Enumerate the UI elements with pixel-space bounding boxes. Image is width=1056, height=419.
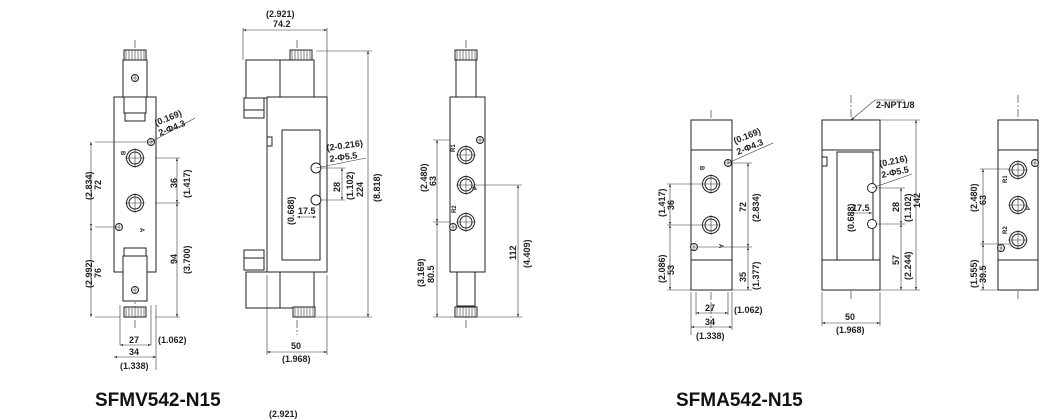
dim-36-in: (1.417) — [182, 169, 192, 198]
model-title-sfma: SFMA542-N15 — [676, 390, 803, 411]
dim-34-in: (1.338) — [696, 331, 725, 341]
hole-dia: 2-Φ5.5 — [329, 150, 358, 164]
dim-0-688: (0.688) — [846, 203, 856, 232]
dim-53-in: (2.086) — [657, 254, 667, 283]
dim-35: 35 — [738, 272, 748, 282]
sfma-side-view: 2-NPT1/8 (0.216) 2-Φ5.5 (0.688) 17.5 28 … — [821, 95, 922, 335]
port-label-r1: R1 — [451, 144, 457, 152]
sfma-front-view: B A (1.417) 36 (2.086) 53 72 (2.834) 35 … — [657, 110, 774, 341]
port-label-a: A — [138, 228, 144, 233]
port-label-r2: R2 — [452, 205, 458, 213]
dim-112-in: (4.409) — [522, 239, 532, 268]
dim-34: 34 — [129, 347, 139, 357]
dim-76-in: (2.992) — [84, 259, 94, 288]
dim-27: 27 — [705, 303, 715, 313]
dim-53: 53 — [666, 265, 676, 275]
sfmv-front-view: B A (2.834) 72 (2.992) 76 36 (1.417) 94 … — [84, 40, 196, 371]
dim-17-5: 17.5 — [852, 203, 870, 213]
dim-27-in: (1.062) — [734, 305, 763, 315]
dim-36: 36 — [666, 200, 676, 210]
dim-112: 112 — [508, 245, 518, 260]
dim-35-in: (1.377) — [751, 261, 761, 290]
cut-off-dim-label: (2.921) — [269, 409, 298, 419]
dim-63-in: (2.480) — [419, 163, 429, 192]
dim-72: 72 — [738, 202, 748, 212]
dim-57: 57 — [891, 255, 901, 265]
dim-36: 36 — [169, 178, 179, 188]
dim-63: 63 — [978, 195, 988, 205]
dim-28: 28 — [891, 202, 901, 212]
dim-0-688: (0.688) — [286, 196, 296, 225]
dim-27-in: (1.062) — [158, 335, 187, 345]
dim-36-in: (1.417) — [657, 188, 667, 217]
dim-28-in: (1.102) — [345, 171, 355, 200]
dim-94-in: (3.700) — [182, 245, 192, 274]
dim-80-5: 80.5 — [426, 265, 436, 283]
dim-72-in: (2.834) — [751, 193, 761, 222]
port-label-r1: R1 — [1003, 175, 1009, 183]
dim-57-in: (2.244) — [903, 251, 913, 280]
port-label-a: A — [717, 244, 723, 249]
dim-50: 50 — [291, 341, 301, 351]
dim-80-5-in: (3.169) — [416, 258, 426, 287]
npt-port-label: 2-NPT1/8 — [876, 100, 915, 110]
hole-dia-in: (2-0.216) — [326, 138, 364, 153]
dim-74-2: 74.2 — [273, 19, 291, 29]
dim-76: 76 — [93, 268, 103, 278]
dim-224-in: (8.818) — [372, 173, 382, 202]
dim-72-in: (2.834) — [84, 171, 94, 200]
dim-34-in: (1.338) — [120, 361, 149, 371]
dim-94: 94 — [169, 254, 179, 264]
dim-17-5: 17.5 — [298, 206, 316, 216]
dim-27: 27 — [129, 335, 139, 345]
sfmv-back-view: R1 P R2 (2.480) 63 (3.169) 80.5 112 (4.4… — [416, 40, 532, 330]
dim-39-5: 39.5 — [978, 265, 988, 283]
dim-224: 224 — [355, 182, 365, 197]
dim-50: 50 — [845, 312, 855, 322]
port-label-b: B — [119, 151, 125, 156]
dim-63-in: (2.480) — [969, 183, 979, 212]
sfma-back-view: R1 P R2 (2.480) 63 (1.555) 39.5 — [969, 95, 1039, 300]
port-label-p: P — [473, 186, 479, 190]
dim-39-5-in: (1.555) — [969, 259, 979, 288]
dim-28-in: (1.102) — [903, 193, 913, 222]
dim-72: 72 — [93, 180, 103, 190]
sfmv-side-view: (2.921) 74.2 28 (1.102) 224 (8.818) (2-0… — [242, 9, 382, 364]
model-title-sfmv: SFMV542-N15 — [95, 390, 221, 411]
dim-28: 28 — [332, 182, 342, 192]
port-label-r2: R2 — [1003, 226, 1009, 234]
dim-74-2-in: (2.921) — [266, 9, 295, 19]
dim-142: 142 — [912, 193, 922, 208]
dim-34: 34 — [705, 317, 715, 327]
dim-50-in: (1.968) — [836, 325, 865, 335]
port-label-p: P — [1026, 206, 1032, 210]
port-label-b: B — [698, 166, 704, 171]
dim-50-in: (1.968) — [282, 354, 311, 364]
dim-63: 63 — [428, 176, 438, 186]
